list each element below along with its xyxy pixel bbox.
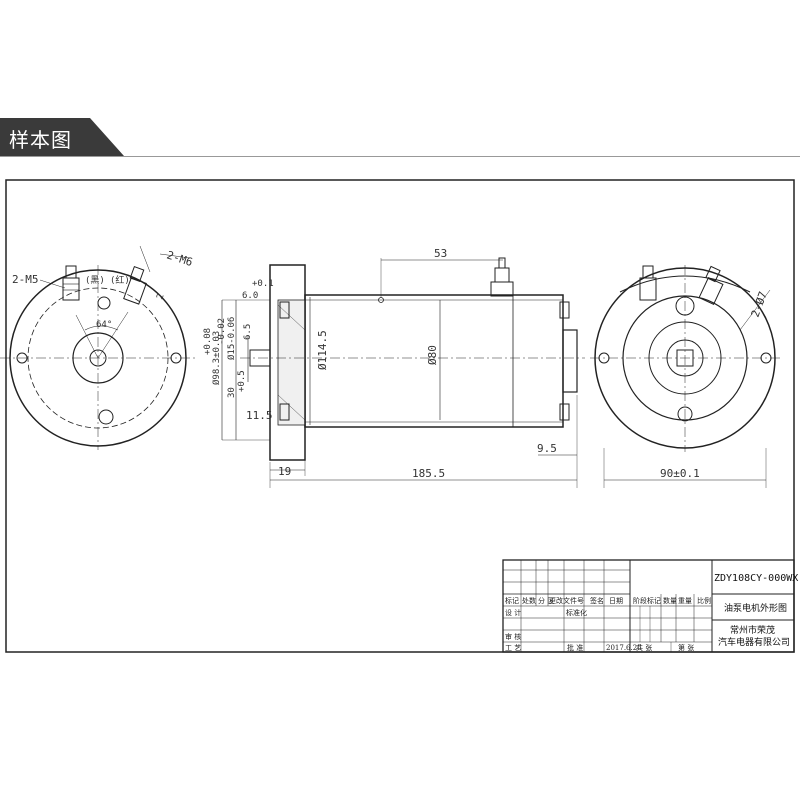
left-end-view xyxy=(0,245,195,450)
dim-2-m5: 2-M5 xyxy=(12,273,39,286)
dim-d15: Ø15-0.06 xyxy=(226,317,237,360)
dim-90: 90±0.1 xyxy=(660,467,700,480)
drawing-name: 油泵电机外形图 xyxy=(724,602,787,614)
tb-row-check: 审 核 xyxy=(505,632,521,641)
tb-header-weight: 数量 xyxy=(663,596,677,605)
tb-row-approve: 批 准 xyxy=(567,643,583,652)
tb-sheet-number: 第 张 xyxy=(678,643,694,652)
dim-d80: Ø80 xyxy=(426,345,439,365)
tb-header-zone: 分 区 xyxy=(538,596,554,605)
dim-tol-plus-0-1: +0.1 xyxy=(252,279,274,289)
dim-2: 2 xyxy=(155,293,166,302)
tb-header-count: 处数 xyxy=(522,596,536,605)
tb-row-date: 2017.6.26 xyxy=(606,644,642,652)
dim-tol-plus-0-5: +0.5 xyxy=(237,370,247,392)
tb-header-mark: 标记 xyxy=(505,596,519,605)
tb-header-change-doc: 更改文件号 xyxy=(549,596,584,605)
tb-header-stage-mark: 阶段标记 xyxy=(633,596,661,605)
right-end-view xyxy=(590,265,780,488)
dim-185-5: 185.5 xyxy=(412,467,445,480)
company-name-line1: 常州市荣茂 xyxy=(730,624,775,636)
dim-tol-minus-0-02: -0.02 xyxy=(217,318,227,345)
dim-6-0: 6.0 xyxy=(242,291,258,301)
terminal-stud-red xyxy=(123,266,147,305)
drawing-frame xyxy=(5,179,795,653)
tb-header-scale: 比例 xyxy=(697,596,711,605)
dim-19: 19 xyxy=(278,465,291,478)
side-view xyxy=(221,257,585,488)
terminal-stud-right-1 xyxy=(639,265,657,301)
dim-9-5: 9.5 xyxy=(537,442,557,455)
tb-sheet-total: 共 张 xyxy=(636,643,652,652)
dim-2-m6: 2-M6 xyxy=(165,248,194,269)
label-black-terminal: (黑) xyxy=(85,275,105,286)
dim-2-d7: 2-Ø7 xyxy=(749,290,770,319)
title-block xyxy=(502,559,795,653)
header-divider xyxy=(0,156,800,157)
dim-11-5: 11.5 xyxy=(246,409,273,422)
dim-30: 30 xyxy=(227,387,237,398)
dim-6-5: 6.5 xyxy=(243,324,253,340)
tb-header-sign: 签名 xyxy=(590,596,604,605)
section-title: 样本图 xyxy=(9,128,72,152)
company-name-line2: 汽车电器有限公司 xyxy=(718,636,790,648)
dim-d114-5: Ø114.5 xyxy=(316,330,329,370)
terminal-stud-black xyxy=(62,265,80,301)
dim-tol-plus-0-08: +0.08 xyxy=(203,328,213,355)
drawing-number: ZDY108CY-000WX xyxy=(714,573,798,584)
tb-row-design: 设 计 xyxy=(505,608,521,617)
tb-header-date: 日期 xyxy=(609,597,623,605)
dim-angle-64: 64° xyxy=(96,320,112,330)
dim-d98-3: Ø98.3±0.03 xyxy=(211,331,222,385)
label-red-terminal: (红) xyxy=(110,274,130,286)
terminal-stud-right-2 xyxy=(698,265,724,306)
dim-53: 53 xyxy=(434,247,447,260)
tb-row-standard: 标准化 xyxy=(566,608,587,617)
tb-header-mass: 重量 xyxy=(678,597,692,605)
tb-row-process: 工 艺 xyxy=(505,644,521,652)
